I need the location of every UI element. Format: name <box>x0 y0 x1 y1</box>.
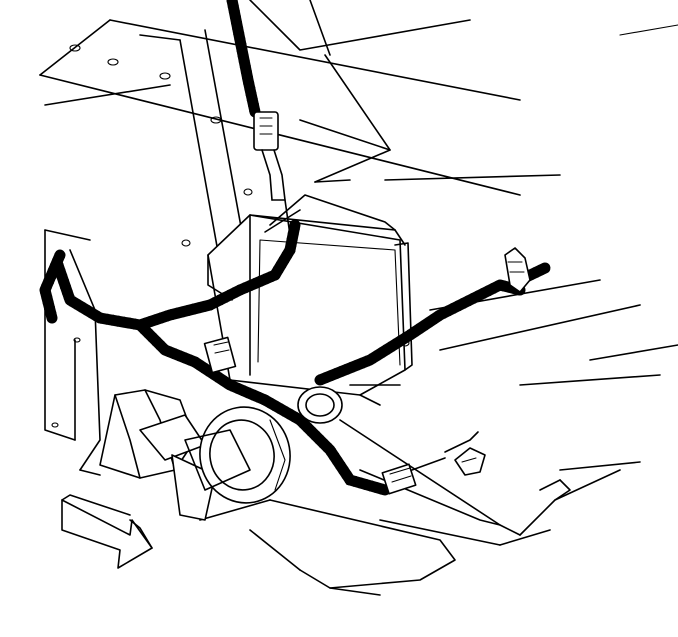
direction-arrow-icon <box>61 494 153 569</box>
horn-left <box>99 389 206 479</box>
wiring-harness <box>39 219 551 496</box>
lower-crossmember <box>199 419 621 596</box>
upper-connector <box>226 0 291 236</box>
module-connectors <box>203 336 446 495</box>
body-panel-lines <box>39 0 678 471</box>
harness-clip <box>504 247 531 293</box>
ground-loop <box>297 386 343 424</box>
electronic-module <box>207 194 413 406</box>
horn-right <box>171 406 291 521</box>
bracket-clip <box>444 431 486 476</box>
